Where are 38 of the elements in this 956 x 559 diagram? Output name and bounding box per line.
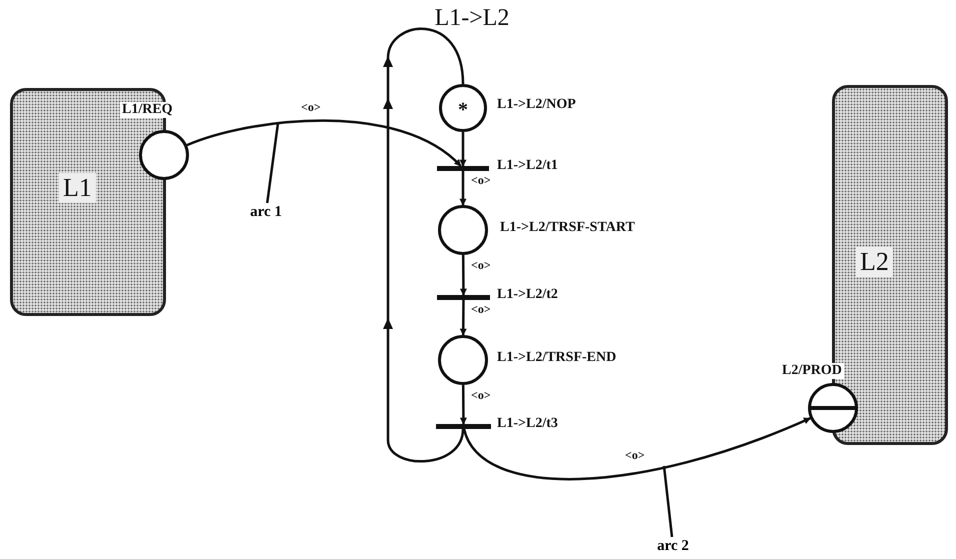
- arc-label: arc 1: [245, 203, 287, 221]
- place-label: L1->L2/NOP: [497, 97, 576, 113]
- arrow: [186, 119, 462, 167]
- place-circle: [139, 130, 189, 180]
- arrow: [460, 171, 466, 206]
- edge-label: <o>: [470, 259, 492, 272]
- edge-label: <o>: [624, 449, 646, 462]
- transition-bar: [437, 295, 490, 300]
- transition-bar: [437, 166, 489, 171]
- place-label: L1->L2/t2: [497, 287, 558, 303]
- place-label: L2/PROD: [780, 363, 844, 379]
- lane-label: L1: [59, 173, 96, 203]
- arrow: [460, 255, 467, 296]
- place-circle: [439, 84, 487, 132]
- place-circle: [438, 335, 488, 385]
- edge-label: <o>: [470, 303, 492, 316]
- place-label: L1->L2/TRSF-END: [497, 350, 616, 366]
- lane-label: L2: [856, 247, 893, 277]
- edge-label: <o>: [300, 101, 322, 114]
- arrow: [383, 28, 464, 462]
- arrow: [460, 300, 467, 336]
- token-mark: *: [458, 98, 468, 122]
- place-label: L1->L2/t3: [497, 416, 558, 432]
- arc-label: arc 2: [652, 537, 694, 555]
- transition-bar: [436, 424, 491, 429]
- arrow: [460, 385, 467, 425]
- arrow: [460, 132, 466, 167]
- leader-line: [662, 466, 674, 538]
- place-label: L1->L2/TRSF-START: [500, 220, 635, 236]
- place-label: L1/REQ: [120, 102, 175, 118]
- place-circle: [808, 383, 858, 433]
- leader-line: [266, 122, 280, 204]
- place-circle: [438, 205, 488, 255]
- place-label: L1->L2/t1: [497, 158, 558, 174]
- edge-label: <o>: [470, 174, 492, 187]
- edge-label: <o>: [470, 389, 492, 402]
- arrow: [462, 417, 811, 480]
- diagram-title: L1->L2: [434, 5, 510, 32]
